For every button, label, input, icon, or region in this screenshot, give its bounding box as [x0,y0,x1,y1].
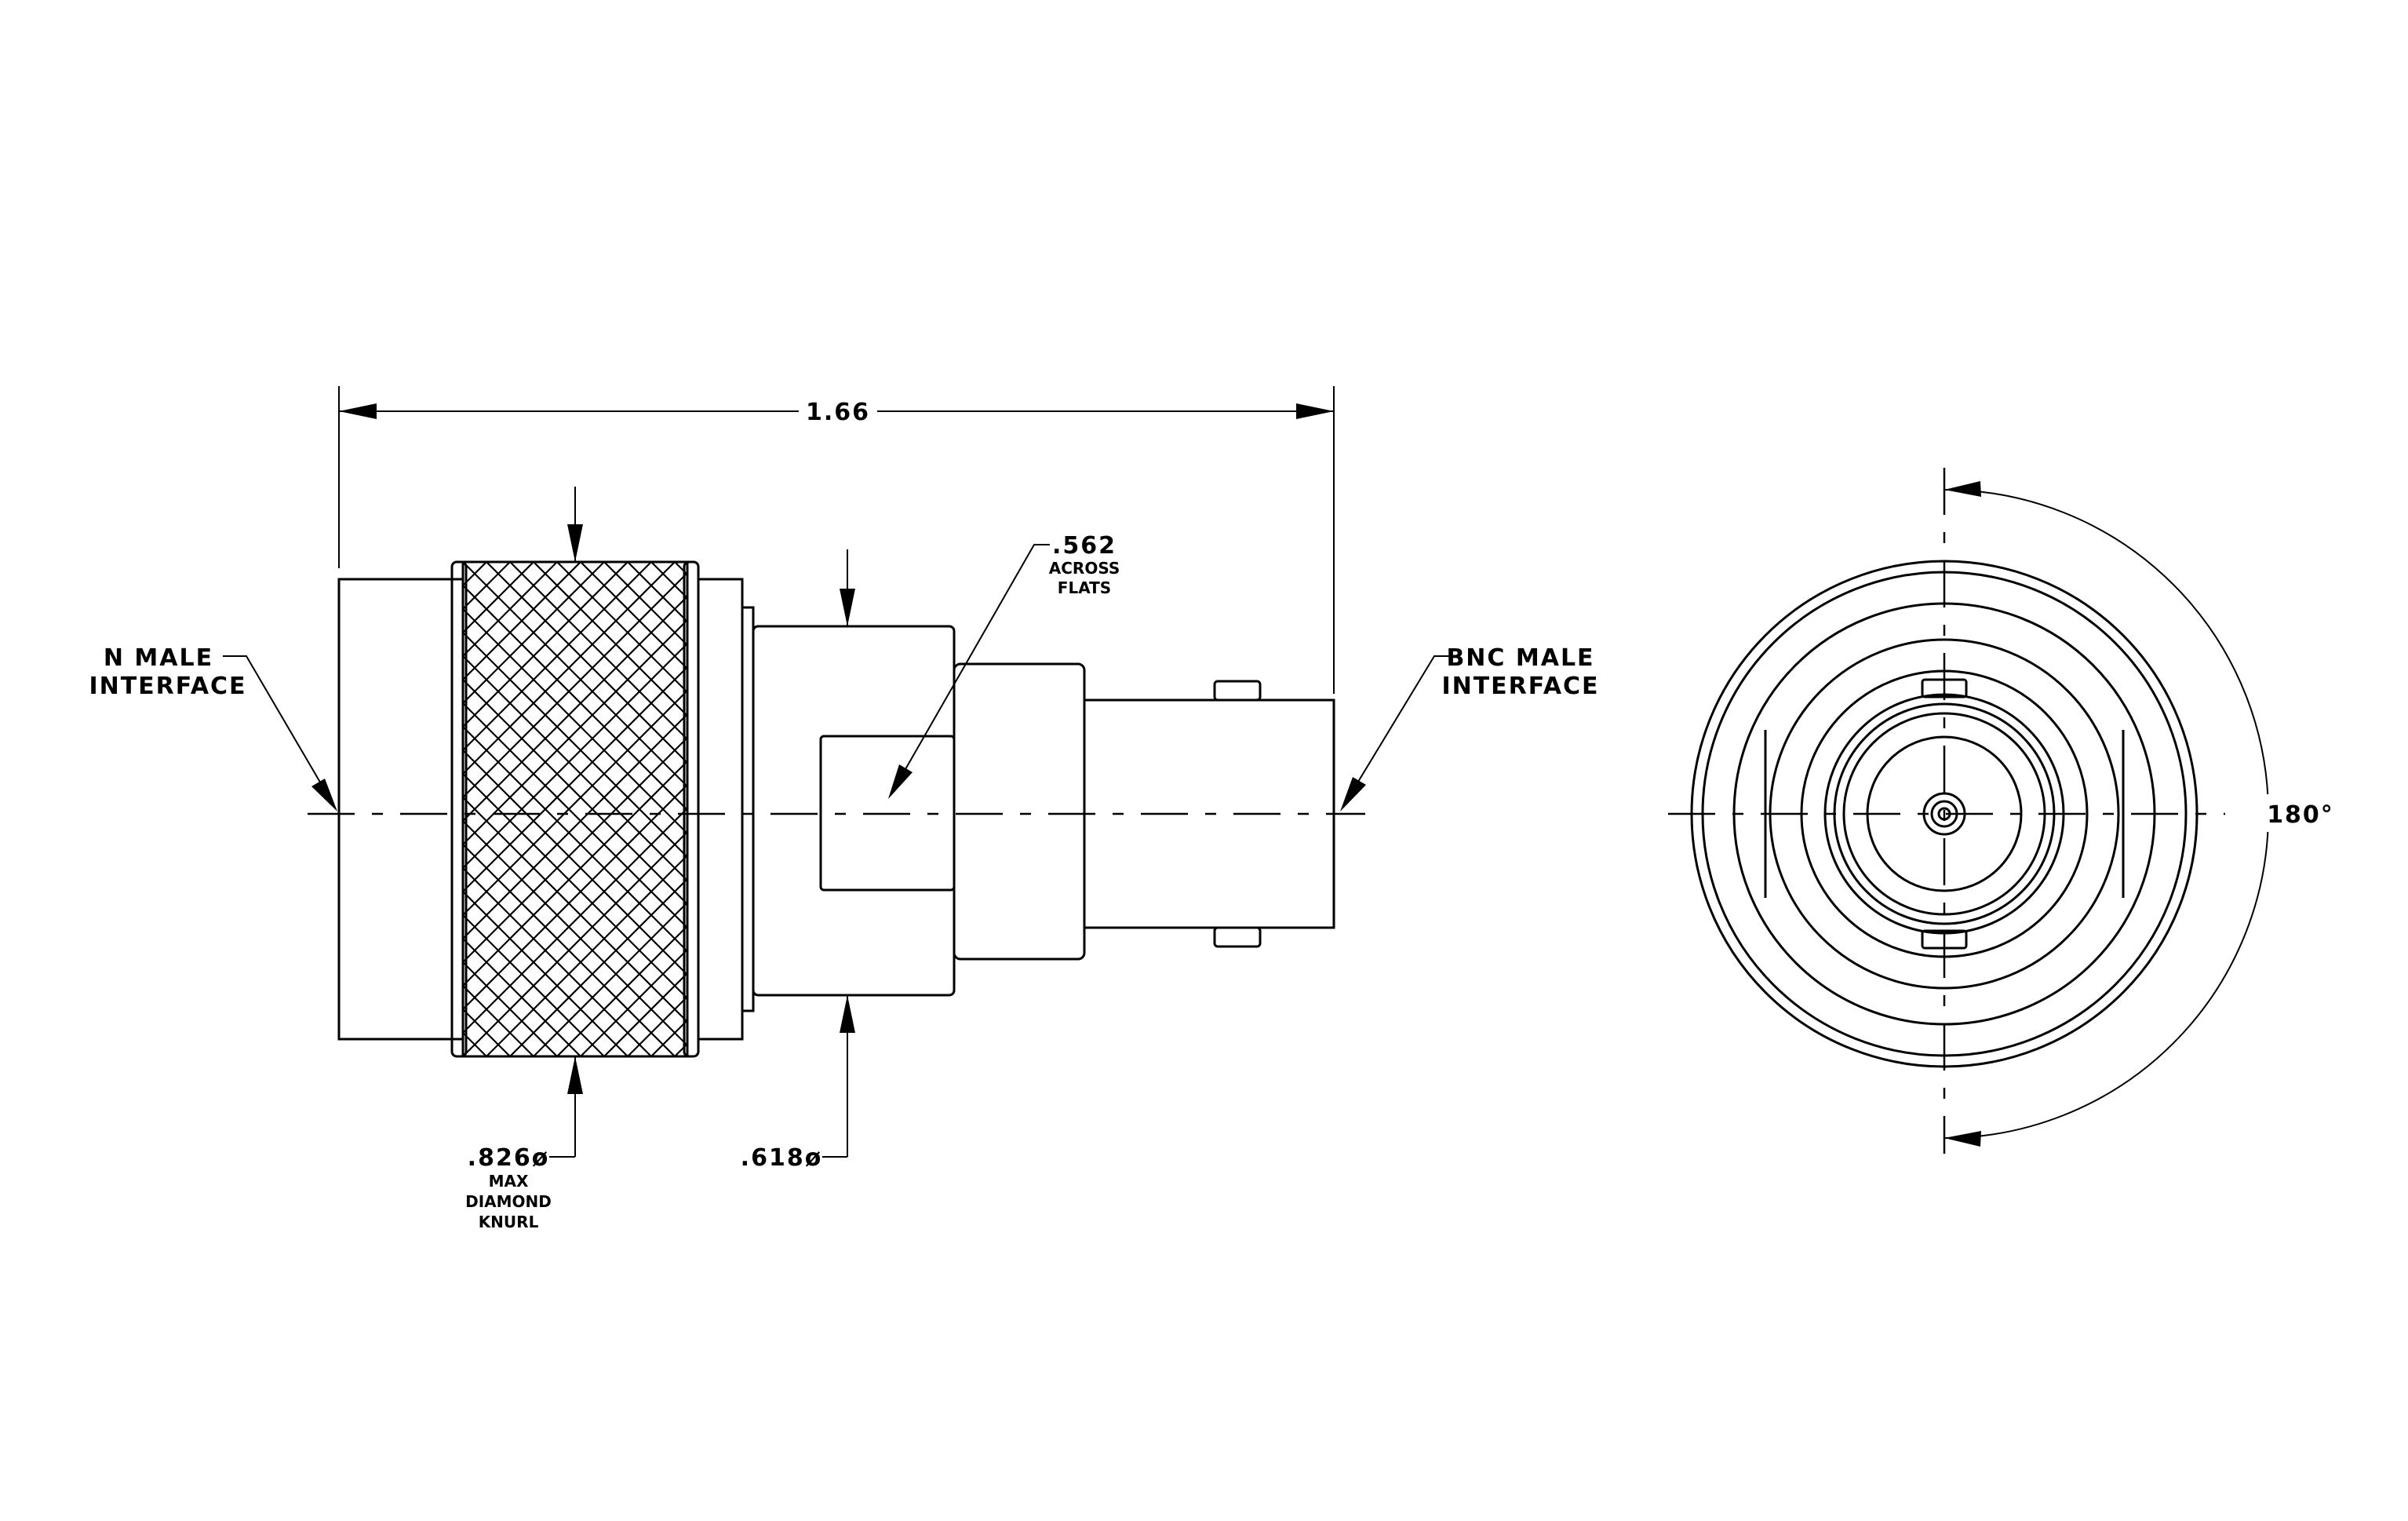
bnc-male-label-line2: INTERFACE [1441,673,1599,700]
knurl-diameter-label: .826ø [468,1144,550,1172]
knurled-coupling-nut [450,560,700,1058]
n-male-label-line2: INTERFACE [89,673,246,700]
bnc-male-label-line1: BNC MALE [1446,644,1594,672]
knurl-note-line2: DIAMOND [465,1192,552,1211]
bayonet-pin-bottom [1213,926,1262,948]
end-view: 180° [1668,468,2337,1154]
knurl-diameter-dimension: .826ø MAX DIAMOND KNURL [465,487,583,1231]
overall-length-dimension: 1.66 [338,386,1335,694]
body-diameter-label: .618ø [741,1144,823,1172]
shoulder-ring [697,578,744,1041]
across-flats-value: .562 [1052,532,1117,560]
knurl-note-line1: MAX [489,1172,529,1191]
overall-length-label: 1.66 [806,399,870,426]
shoulder-ring-small [741,606,755,1012]
n-male-label-line1: N MALE [104,644,213,672]
knurl-note-line3: KNURL [479,1213,539,1231]
rotation-angle-label: 180° [2267,801,2334,829]
across-flats-callout: .562 ACROSS FLATS [888,532,1120,799]
bnc-male-interface-callout: BNC MALE INTERFACE [1340,644,1599,812]
across-flats-line2: FLATS [1058,578,1111,597]
bayonet-pin-top [1213,680,1262,702]
hex-body [752,625,956,997]
step-ring [953,662,1086,961]
rotation-dimension: 180° [1944,481,2337,1147]
across-flats-line1: ACROSS [1049,559,1120,578]
body-diameter-dimension: .618ø [741,549,855,1172]
n-male-interface-callout: N MALE INTERFACE [89,644,337,812]
n-male-body [337,578,464,1041]
side-view: 1.66 .826ø MAX DIAMOND KNURL .618ø [89,386,1599,1231]
